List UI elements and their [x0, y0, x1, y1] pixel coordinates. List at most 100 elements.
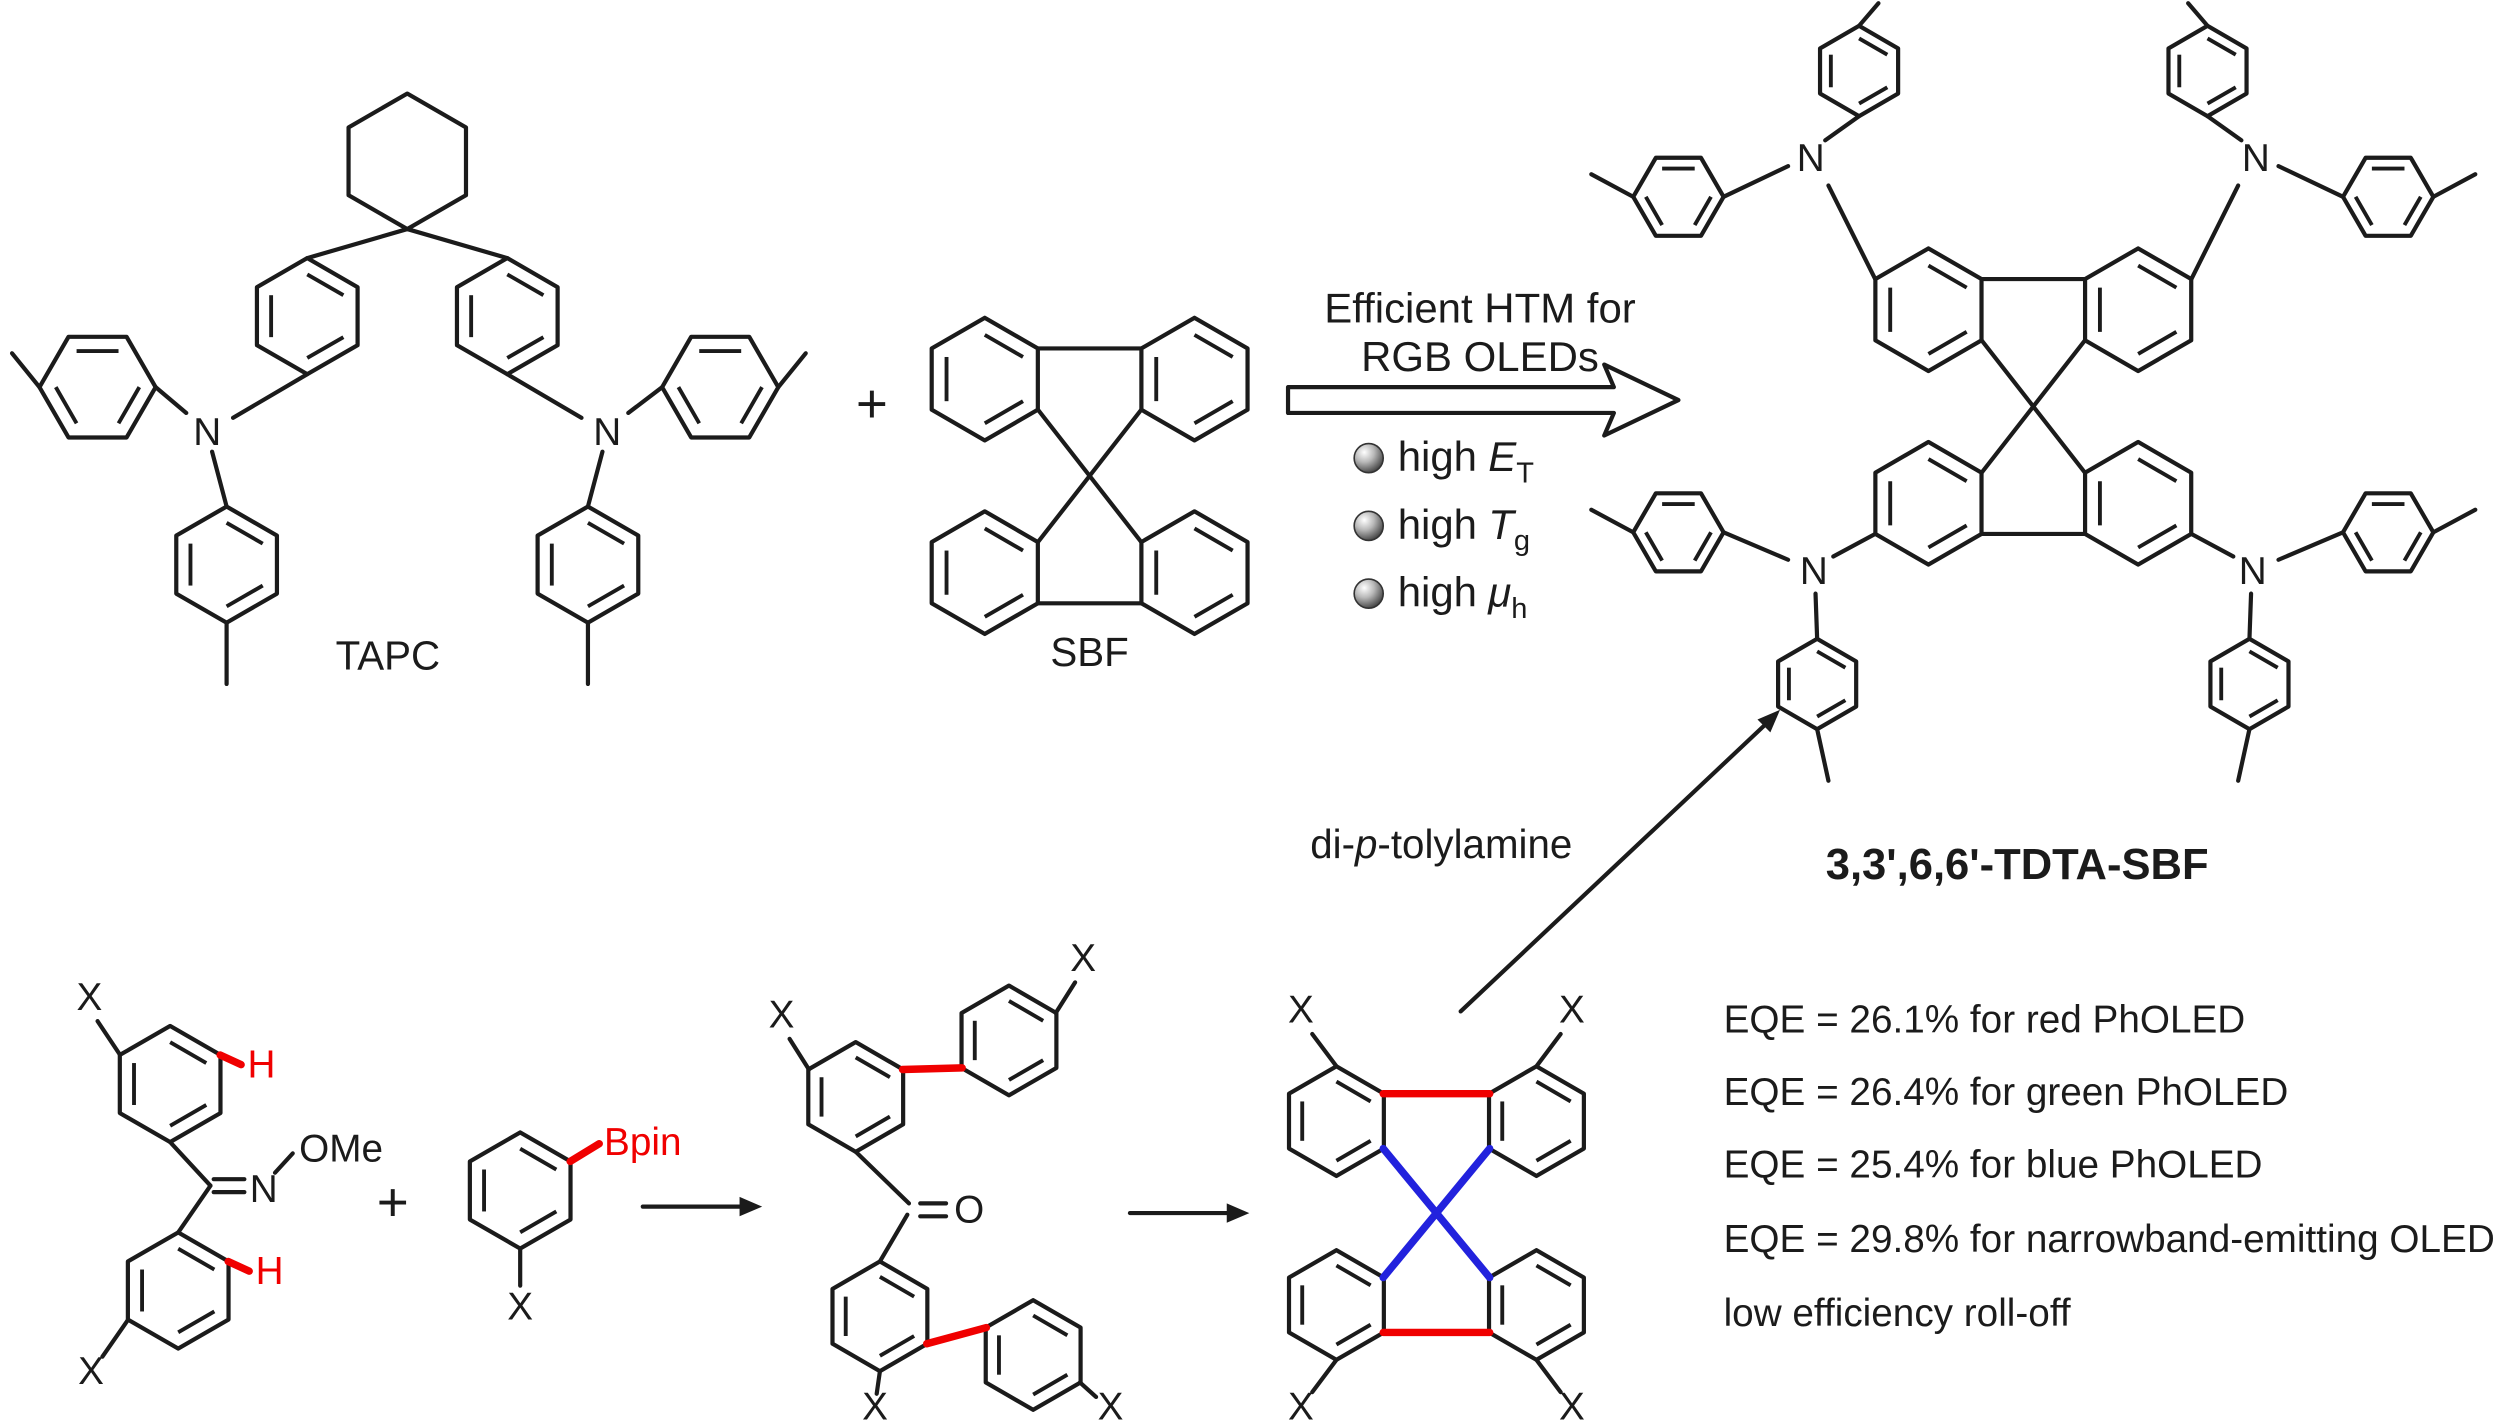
bond — [585, 449, 605, 509]
ring-double-bond — [2206, 36, 2237, 57]
benzene-ring — [1286, 1248, 1386, 1362]
result-green-pholed: EQE = 26.4% for green PhOLED — [1724, 1071, 2289, 1114]
bond — [230, 372, 310, 420]
methyl-bond — [2431, 172, 2478, 199]
x-substituent-label: X — [507, 1286, 533, 1329]
x-bond — [95, 1019, 123, 1058]
ring-double-bond — [177, 1247, 216, 1272]
ring-double-bond — [1858, 36, 1889, 57]
methyl-bond — [2236, 727, 2252, 783]
x-bond — [1534, 1031, 1563, 1069]
ring-double-bond — [506, 272, 545, 297]
ring-double-bond — [225, 521, 264, 546]
ring-double-bond — [1193, 333, 1234, 359]
benzene-ring — [2208, 636, 2291, 732]
benzene-ring — [806, 1039, 906, 1154]
x-bond — [874, 1369, 883, 1396]
bond — [153, 385, 189, 416]
ring-double-bond — [169, 1103, 208, 1128]
benzene-ring — [2082, 246, 2194, 374]
methyl-bond — [1589, 507, 1636, 535]
x-bond — [1310, 1357, 1339, 1395]
ring-bond — [346, 91, 469, 232]
benzene-ring — [535, 504, 641, 625]
cyclohexane-ring — [346, 91, 469, 232]
ring-double-bond — [2137, 263, 2178, 290]
bond — [168, 1139, 213, 1188]
benzene-ring — [2340, 491, 2436, 574]
benzene-ring — [1486, 1248, 1586, 1362]
ring-double-bond — [1193, 399, 1234, 425]
benzene-ring — [1286, 1064, 1386, 1179]
ring-double-bond — [854, 1114, 891, 1139]
blue-spiro-bond — [1432, 1209, 1494, 1282]
plus-sign-top: + — [856, 373, 888, 435]
hydrogen-label: H — [248, 1044, 276, 1087]
benzene-ring — [1139, 315, 1250, 443]
ring-double-bond — [983, 399, 1024, 425]
bond — [1823, 114, 1862, 143]
x-substituent-label: X — [1098, 1386, 1124, 1426]
benzene-ring — [2166, 23, 2249, 119]
ring-double-bond — [2402, 195, 2423, 226]
x-bond — [1534, 1357, 1563, 1395]
ring-double-bond — [1535, 1263, 1572, 1288]
arrowhead — [739, 1196, 763, 1217]
ring-double-bond — [1032, 1373, 1069, 1397]
blue-spiro-bond — [1379, 1144, 1441, 1217]
reaction-arrow — [1285, 362, 1681, 438]
x-bond — [1077, 1380, 1099, 1400]
sphere-bullet-icon — [1353, 578, 1385, 609]
benzene-ring — [929, 315, 1040, 443]
ring-double-bond — [1644, 531, 1664, 562]
methyl-bond — [1589, 172, 1636, 199]
benzene-ring — [2340, 155, 2436, 238]
x-bond — [100, 1317, 131, 1359]
ring-double-bond — [1007, 1058, 1045, 1082]
tapc-structure: N N — [9, 91, 808, 687]
ring-double-bond — [878, 1334, 916, 1358]
ring-double-bond — [306, 335, 345, 360]
benzene-ring — [660, 334, 781, 440]
ring-double-bond — [2137, 330, 2178, 356]
ring-double-bond — [1816, 698, 1847, 719]
result-blue-pholed: EQE = 25.4% for blue PhOLED — [1724, 1144, 2263, 1187]
ring-double-bond — [586, 583, 626, 609]
ring-double-bond — [1007, 999, 1045, 1023]
spiro-intermediate-structure: X X X X — [1286, 989, 1586, 1426]
bond — [2205, 114, 2244, 143]
x-substituent-label: X — [769, 994, 795, 1037]
ring-double-bond — [2248, 649, 2279, 670]
ring-double-bond — [2248, 698, 2279, 719]
ring-double-bond — [1535, 1323, 1572, 1347]
bond — [626, 385, 665, 416]
ring-double-bond — [177, 1309, 216, 1334]
benzene-ring — [1873, 439, 1984, 567]
bond — [1721, 164, 1791, 199]
bond — [877, 1212, 910, 1264]
bpin-label: Bpin — [604, 1121, 681, 1164]
ring-double-bond — [519, 1147, 558, 1172]
nitrogen-label: N — [250, 1168, 278, 1211]
arrowhead — [1226, 1203, 1250, 1223]
x-substituent-label: X — [1070, 937, 1096, 980]
ring-double-bond — [2353, 195, 2374, 226]
bond — [2031, 338, 2088, 409]
ring-double-bond — [169, 1040, 208, 1065]
bond — [2247, 591, 2254, 641]
bond — [1826, 183, 1878, 282]
nitrogen-label: N — [1797, 137, 1825, 180]
ring-double-bond — [54, 386, 79, 425]
sphere-bullet-icon — [1353, 510, 1385, 542]
benzene-ring — [2082, 439, 2194, 567]
bond — [1087, 473, 1144, 545]
benzene-ring — [1486, 1064, 1586, 1179]
arrow-caption-line1: Efficient HTM for — [1324, 285, 1636, 332]
methyl-bond — [1815, 727, 1831, 783]
benzene-ring — [1776, 636, 1859, 732]
ring-double-bond — [1193, 593, 1234, 619]
